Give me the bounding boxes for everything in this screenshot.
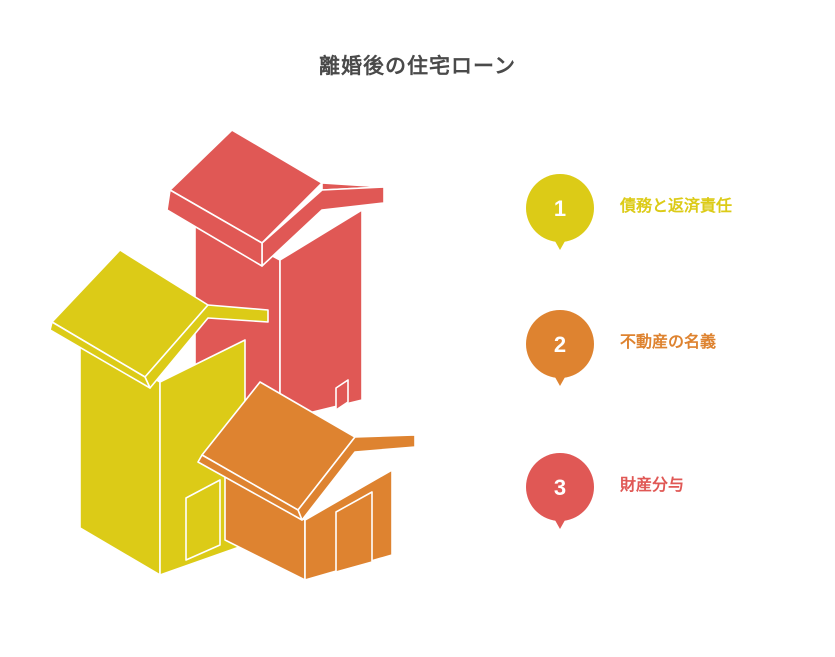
list-item-2: 2 不動産の名義 (524, 308, 824, 388)
pin-marker-2-icon (524, 308, 596, 388)
marker-number-1: 1 (553, 196, 567, 221)
item-label-2: 不動産の名義 (620, 332, 717, 351)
orange-house (197, 381, 416, 581)
list-item-1: 1 債務と返済責任 (524, 172, 824, 252)
pin-marker-3-icon (524, 451, 596, 531)
pin-marker-1-icon (524, 172, 596, 252)
item-label-1: 債務と返済責任 (620, 196, 733, 215)
list-item-3: 3 財産分与 (524, 451, 824, 531)
item-label-3: 財産分与 (620, 475, 685, 494)
marker-number-2: 2 (553, 332, 567, 357)
page-title: 離婚後の住宅ローン (319, 54, 516, 78)
marker-number-3: 3 (553, 475, 567, 500)
